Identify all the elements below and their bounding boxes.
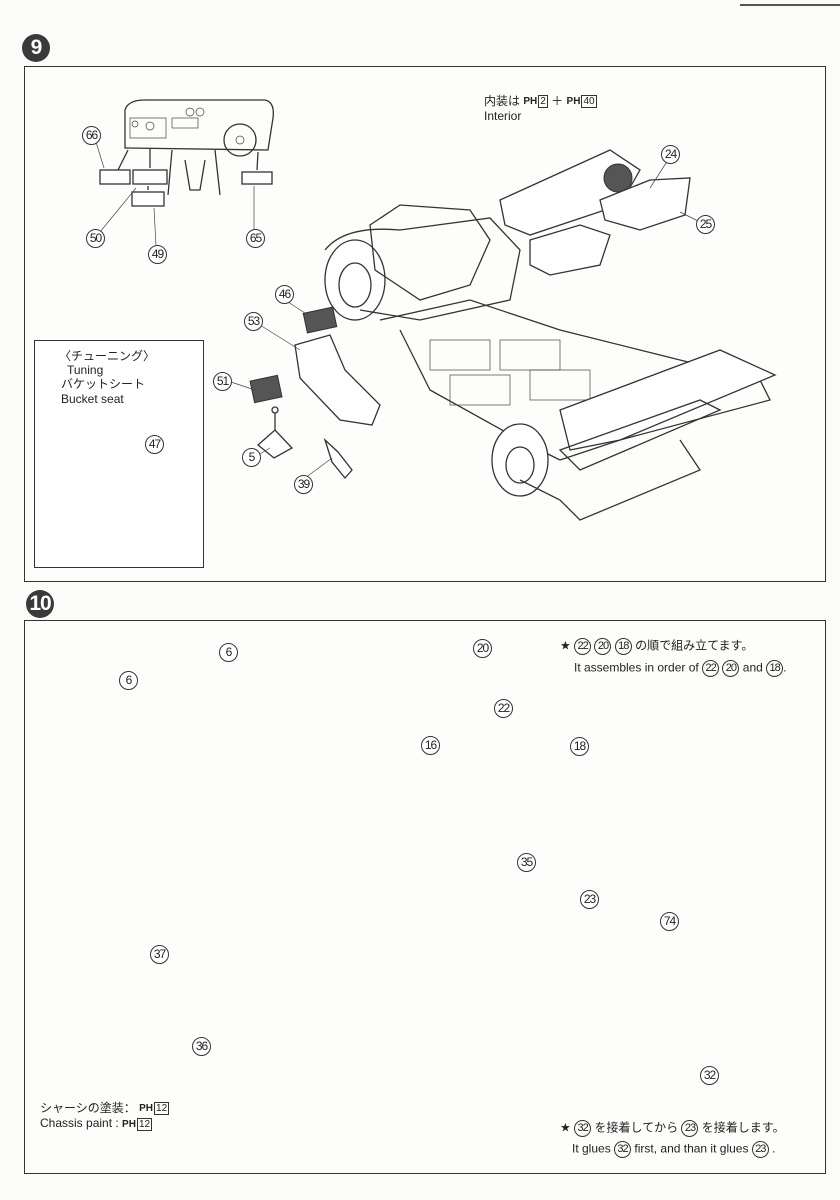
part-ref-32: 32 <box>614 1141 632 1158</box>
dashboard-detail-drawing <box>99 99 274 207</box>
part-callout-35: 35 <box>517 853 536 872</box>
part-callout-66: 66 <box>82 126 101 145</box>
order-note-jp-text: の順で組み立てます。 <box>635 638 754 653</box>
step-10-panel <box>24 620 826 1174</box>
inset-subtitle-jp: バケットシート <box>61 377 146 391</box>
part-callout-18: 18 <box>570 737 589 756</box>
glue-note-jp-mid: を接着してから <box>594 1120 679 1135</box>
part-callout-24: 24 <box>661 145 680 164</box>
inset-subtitle-en: Bucket seat <box>61 392 124 406</box>
part-callout-6a: 6 <box>119 671 138 690</box>
tuning-bucket-seat-inset: 〈チューニング〉 Tuning バケットシート Bucket seat <box>34 340 204 568</box>
part-callout-51: 51 <box>213 372 232 391</box>
glue-note-en-mid: first, and than it glues <box>634 1141 749 1156</box>
part-callout-5: 5 <box>242 448 261 467</box>
part-ref-22: 22 <box>574 638 592 655</box>
plus-sign: ＋ <box>551 94 564 108</box>
part-callout-25: 25 <box>696 215 715 234</box>
part-callout-16: 16 <box>421 736 440 755</box>
dashboard-leader-lines <box>95 141 255 247</box>
part-ref-20: 20 <box>722 660 740 677</box>
part-callout-36: 36 <box>192 1037 211 1056</box>
interior-note-en: Interior <box>484 109 522 124</box>
part-callout-50: 50 <box>86 229 105 248</box>
part-ref-18: 18 <box>766 660 784 677</box>
assembly-order-note-jp: ★ 22 20 18 の順で組み立てます。 <box>560 638 753 655</box>
part-callout-46: 46 <box>275 285 294 304</box>
step-10-badge: 10 <box>26 590 54 618</box>
part-callout-20: 20 <box>473 639 492 658</box>
part-callout-74: 74 <box>660 912 679 931</box>
part-ref-23: 23 <box>681 1120 699 1137</box>
star-icon: ★ <box>560 1120 571 1135</box>
inset-title-en: Tuning <box>67 363 104 377</box>
glue-order-note-jp: ★ 32 を接着してから 23 を接着します。 <box>560 1120 785 1137</box>
assembly-order-note-en: It assembles in order of 22 20 and 18. <box>574 660 786 677</box>
page-edge-line <box>740 4 840 6</box>
chassis-paint-jp: シャーシの塗装： <box>40 1101 136 1115</box>
center-console-drawing <box>249 306 381 480</box>
part-callout-39: 39 <box>294 475 313 494</box>
part-ref-22: 22 <box>702 660 720 677</box>
glue-note-period: . <box>772 1141 776 1156</box>
inset-title-jp: 〈チューニング〉 <box>59 349 156 363</box>
interior-note-jp: 内装は <box>484 94 521 108</box>
order-note-en-text: It assembles in order of <box>574 660 699 675</box>
chassis-paint-en: Chassis paint : <box>40 1116 119 1131</box>
glue-note-en-prefix: It glues <box>572 1141 611 1156</box>
part-ref-23: 23 <box>751 1141 769 1158</box>
part-callout-6b: 6 <box>219 643 238 662</box>
interior-chassis-drawing <box>324 149 777 521</box>
order-note-period: . <box>783 660 787 675</box>
part-callout-65: 65 <box>246 229 265 248</box>
part-ref-32: 32 <box>574 1120 592 1137</box>
star-icon: ★ <box>560 638 571 653</box>
part-ref-20: 20 <box>594 638 612 655</box>
part-callout-53: 53 <box>244 312 263 331</box>
glue-order-note-en: It glues 32 first, and than it glues 23 … <box>572 1141 776 1158</box>
step-9-badge: 9 <box>22 34 50 62</box>
part-ref-18: 18 <box>614 638 632 655</box>
part-callout-23: 23 <box>580 890 599 909</box>
part-callout-37: 37 <box>150 945 169 964</box>
part-callout-47: 47 <box>145 435 164 454</box>
glue-note-jp-end: を接着します。 <box>701 1120 785 1135</box>
order-note-and: and <box>742 660 763 675</box>
part-callout-32: 32 <box>700 1066 719 1085</box>
part-callout-49: 49 <box>148 245 167 264</box>
part-callout-22: 22 <box>494 699 513 718</box>
